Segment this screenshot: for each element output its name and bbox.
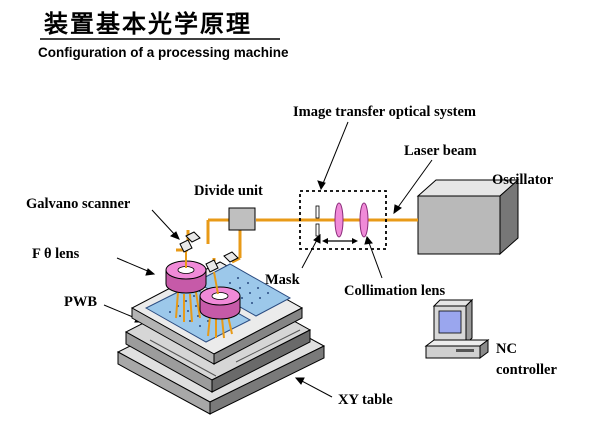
nc-controller-computer — [424, 298, 490, 359]
label-pwb: PWB — [64, 294, 97, 310]
label-galvano-scanner: Galvano scanner — [26, 196, 131, 212]
image-transfer-system — [299, 190, 387, 250]
collimation-lens-2 — [359, 202, 369, 238]
title-cjk: 装置基本光学原理 — [44, 10, 252, 38]
subtitle: Configuration of a processing machine — [38, 45, 289, 60]
leader-lines — [103, 121, 433, 398]
label-f-theta-lens: F θ lens — [32, 246, 80, 262]
collimation-lens-1 — [334, 202, 344, 238]
label-image-transfer: Image transfer optical system — [293, 104, 476, 120]
label-mask: Mask — [265, 272, 301, 288]
label-divide-unit: Divide unit — [194, 183, 263, 199]
label-nc: NC — [496, 341, 517, 357]
divide-unit-box — [228, 207, 256, 231]
label-controller: controller — [496, 362, 557, 378]
f-theta-lens-1 — [165, 248, 207, 294]
label-collimation-lens: Collimation lens — [344, 283, 445, 299]
f-theta-lens-2 — [199, 271, 241, 320]
laser-rods — [175, 291, 233, 339]
oscillator-box — [416, 178, 520, 256]
label-laser-beam: Laser beam — [404, 143, 477, 159]
mask — [315, 205, 320, 219]
label-xy-table: XY table — [338, 392, 393, 408]
label-oscillator: Oscillator — [492, 172, 554, 188]
galvano-scanners — [179, 231, 239, 273]
